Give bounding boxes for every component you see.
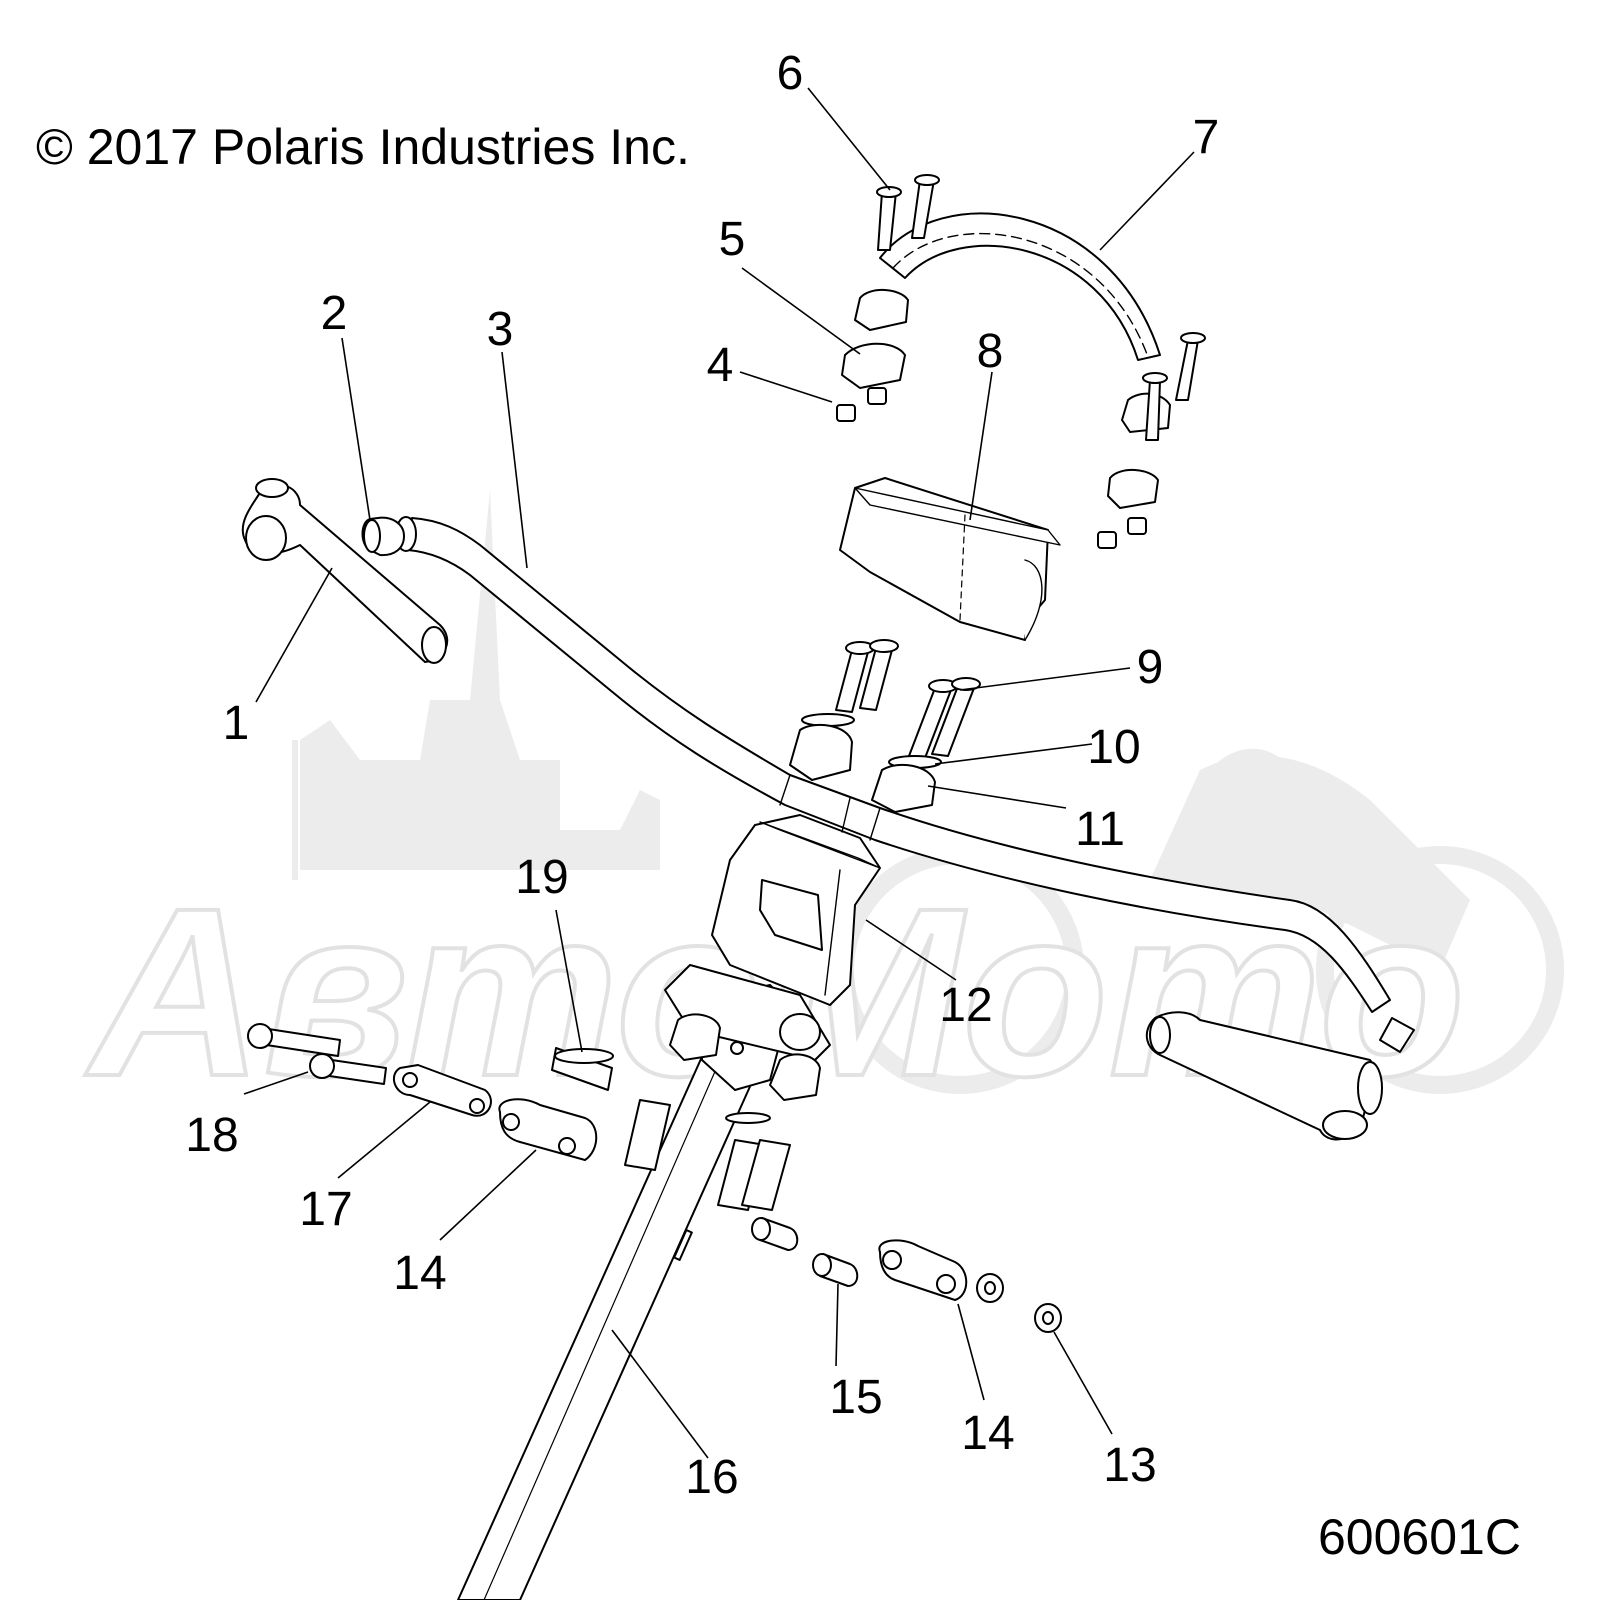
callout-10: 10 bbox=[1087, 721, 1141, 774]
part-7-crossbar bbox=[879, 212, 1161, 361]
part-1-grip-left bbox=[241, 478, 449, 664]
leader-lines bbox=[243, 87, 1195, 1459]
part-14-brackets bbox=[498, 1098, 968, 1301]
callout-4: 4 bbox=[706, 339, 734, 392]
callout-2: 2 bbox=[320, 287, 348, 340]
callout-13: 13 bbox=[1103, 1439, 1157, 1492]
part-grip-right bbox=[1145, 1011, 1383, 1141]
callout-7: 7 bbox=[1192, 111, 1220, 164]
callout-8: 8 bbox=[976, 325, 1004, 378]
callout-17: 17 bbox=[299, 1183, 353, 1236]
part-5-clamps bbox=[841, 289, 1171, 509]
part-9-bolts bbox=[835, 639, 981, 759]
part-15-bushings bbox=[751, 1217, 859, 1287]
figure-code: 600601C bbox=[1318, 1509, 1521, 1565]
part-19-spacer bbox=[551, 1047, 614, 1091]
part-18-bolts bbox=[247, 1023, 387, 1085]
callout-5: 5 bbox=[718, 213, 746, 266]
callout-11: 11 bbox=[1075, 803, 1125, 856]
callout-19: 19 bbox=[515, 851, 569, 904]
callout-3: 3 bbox=[486, 303, 514, 356]
part-16-steering-post bbox=[457, 964, 831, 1600]
part-6-bolts bbox=[876, 174, 1206, 441]
callout-9: 9 bbox=[1136, 641, 1164, 694]
callout-16: 16 bbox=[685, 1451, 739, 1504]
part-4-nuts bbox=[836, 387, 1147, 549]
callout-6: 6 bbox=[776, 47, 804, 100]
part-13-washers bbox=[976, 1273, 1062, 1333]
copyright-notice: © 2017 Polaris Industries Inc. bbox=[36, 119, 690, 175]
callout-18: 18 bbox=[185, 1109, 239, 1162]
part-17-link-plate bbox=[392, 1064, 492, 1117]
callout-14-right: 14 bbox=[961, 1407, 1015, 1460]
callout-15: 15 bbox=[829, 1371, 883, 1424]
part-8-center-pad bbox=[839, 477, 1061, 641]
callout-14-left: 14 bbox=[393, 1247, 447, 1300]
part-11-lower-clamps bbox=[789, 723, 936, 813]
part-2-bar-end-cap bbox=[361, 516, 1415, 1053]
callout-1: 1 bbox=[222, 697, 250, 750]
callout-12: 12 bbox=[939, 979, 993, 1032]
part-12-riser-block bbox=[711, 814, 881, 1006]
part-post-clamps bbox=[624, 1013, 821, 1211]
